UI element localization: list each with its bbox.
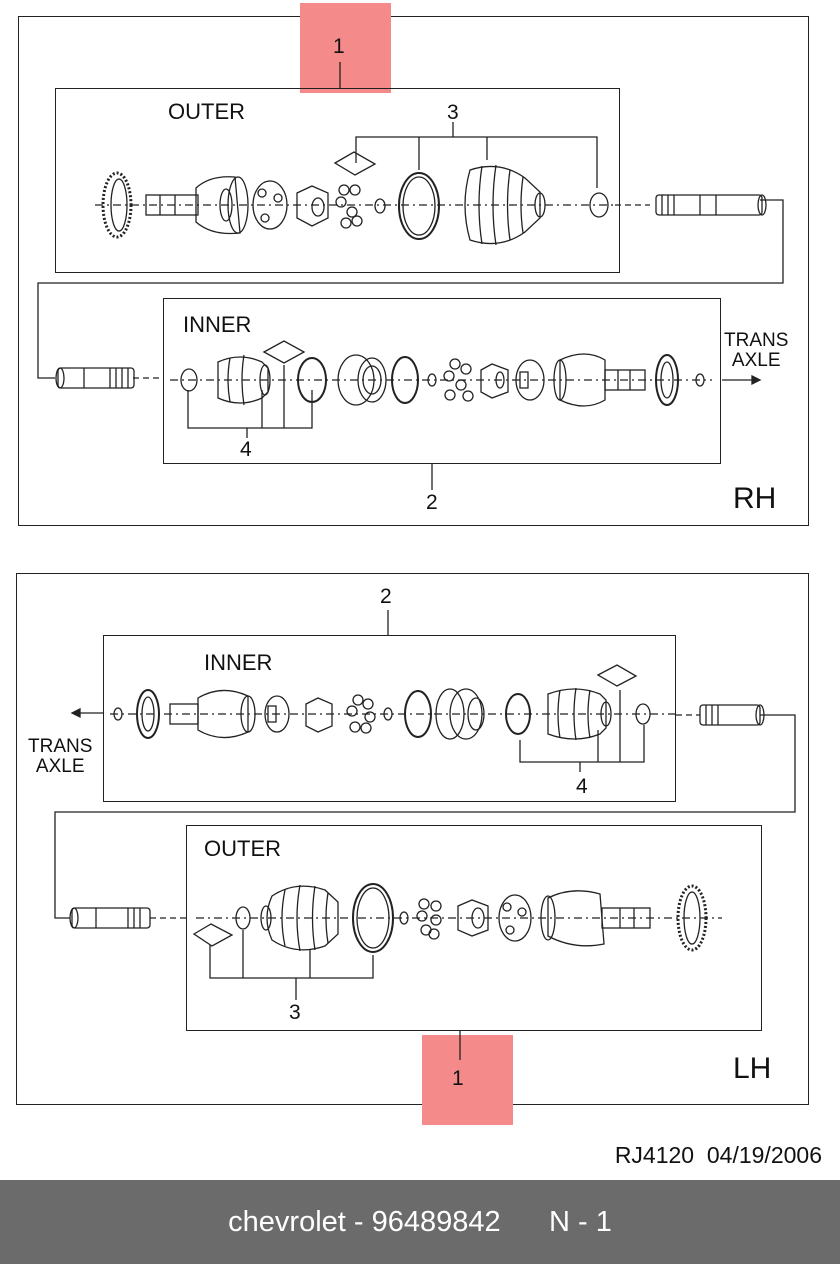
rh-callout-2: 2 — [426, 491, 438, 514]
part-info-footer: chevrolet - 96489842 N - 1 — [0, 1180, 840, 1264]
lh-outer-joint-box — [186, 825, 762, 1031]
lh-trans-axle-label: TRANS AXLE — [28, 737, 92, 777]
lh-axle-shaft — [69, 704, 765, 929]
lh-callout-2: 2 — [380, 585, 392, 608]
footer-gap — [501, 1206, 549, 1239]
drawing-reference: RJ4120 04/19/2006 — [615, 1142, 822, 1169]
drawing-id: RJ4120 — [614, 1142, 695, 1168]
lh-callout-1-highlight — [422, 1035, 513, 1125]
rh-diagram-frame — [18, 16, 809, 526]
lh-trans-label: TRANS — [28, 736, 93, 757]
footer-part-number: 96489842 — [371, 1205, 501, 1238]
rh-callout-1: 1 — [333, 35, 345, 58]
lh-outer-label: OUTER — [204, 836, 281, 861]
footer-separator: - — [345, 1205, 372, 1238]
lh-leader-lines — [54, 610, 796, 1060]
rh-outer-joint-box — [55, 88, 620, 273]
lh-side-label: LH — [733, 1052, 772, 1085]
lh-inner-parts — [110, 664, 676, 741]
lh-diagram-frame — [16, 573, 809, 1105]
rh-axle-label: AXLE — [731, 349, 781, 371]
rh-axle-shaft — [55, 194, 767, 389]
rh-trans-axle-label: TRANS AXLE — [724, 331, 788, 371]
rh-trans-label: TRANS — [724, 330, 789, 351]
rh-leader-lines — [37, 62, 784, 490]
lh-inner-label: INNER — [204, 650, 273, 675]
lh-callout-3: 3 — [289, 1001, 301, 1024]
drawing-date: 04/19/2006 — [706, 1142, 822, 1168]
rh-inner-label: INNER — [183, 312, 252, 337]
rh-callout-4: 4 — [240, 438, 252, 461]
lh-outer-parts — [192, 883, 722, 953]
rh-callout-1-highlight — [300, 3, 391, 93]
rh-inner-joint-box — [163, 298, 721, 464]
lh-callout-4: 4 — [576, 775, 588, 798]
lh-inner-joint-box — [103, 635, 676, 802]
lh-callout-1: 1 — [452, 1067, 464, 1090]
rh-callout-3: 3 — [447, 101, 459, 124]
footer-position: N - 1 — [548, 1205, 612, 1238]
footer-brand: chevrolet — [228, 1205, 346, 1238]
rh-inner-parts — [170, 340, 712, 407]
lh-axle-label: AXLE — [35, 755, 85, 777]
rh-outer-label: OUTER — [168, 99, 245, 124]
exploded-parts-line-art — [37, 62, 796, 1060]
rh-outer-parts — [95, 151, 615, 246]
rh-side-label: RH — [733, 482, 777, 515]
